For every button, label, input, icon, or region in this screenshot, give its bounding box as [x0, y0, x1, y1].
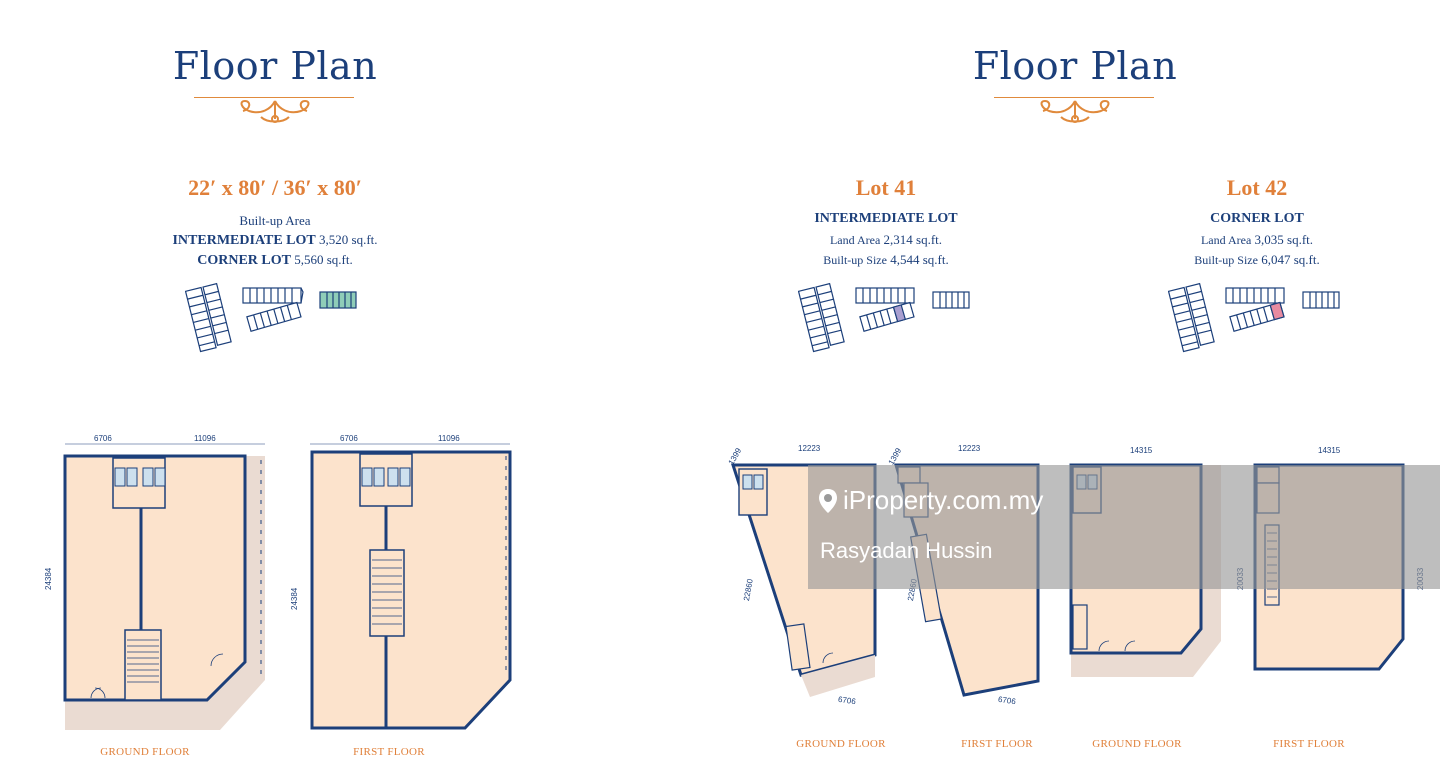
lot42-land-label: Land Area — [1200, 233, 1252, 247]
ground-floor-plan-left — [63, 443, 265, 730]
lot41-builtup-value: 4,544 sq.ft. — [890, 252, 949, 267]
intermediate-lot-row: INTERMEDIATE LOT 3,520 sq.ft. — [140, 232, 410, 249]
lot42-land-row: Land Area 3,035 sq.ft. — [1137, 232, 1377, 248]
dim-11096: 11096 — [194, 434, 216, 443]
dim-11096-first: 11096 — [438, 434, 460, 443]
lot41-land-value: 2,314 sq.ft. — [883, 232, 943, 247]
dim-14315-b: 14315 — [1318, 446, 1341, 455]
watermark-overlay — [808, 465, 1440, 589]
lot42-builtup-label: Built-up Size — [1194, 253, 1258, 267]
lot42-builtup-value: 6,047 sq.ft. — [1261, 252, 1320, 267]
right-title-rule — [994, 97, 1154, 98]
lot-size-heading: 22′ x 80′ / 36′ x 80′ — [188, 175, 362, 200]
ground-floor-label-left: GROUND FLOOR — [100, 746, 190, 758]
lot42-land-value: 3,035 sq.ft. — [1254, 232, 1314, 247]
lot41-builtup-label: Built-up Size — [823, 253, 887, 267]
watermark-agent: Rasyadan Hussin — [820, 538, 993, 563]
lot42-heading: Lot 42 — [1226, 175, 1288, 200]
lot41-land-row: Land Area 2,314 sq.ft. — [766, 232, 1006, 248]
dim-24384: 24384 — [44, 567, 53, 590]
ground-floor-label-lot42: GROUND FLOOR — [1092, 738, 1182, 750]
lot41-type: INTERMEDIATE LOT — [814, 211, 958, 226]
first-floor-label-lot41: FIRST FLOOR — [961, 738, 1033, 750]
first-floor-plan-left — [310, 443, 512, 730]
corner-lot-label: CORNER LOT — [197, 253, 291, 268]
lot42-builtup-row: Built-up Size 6,047 sq.ft. — [1137, 252, 1377, 268]
dim-14315-a: 14315 — [1130, 446, 1153, 455]
first-floor-label-left: FIRST FLOOR — [353, 746, 425, 758]
built-up-label: Built-up Area — [239, 213, 311, 228]
ornament-icon — [1040, 99, 1110, 123]
intermediate-lot-value: 3,520 sq.ft. — [319, 232, 378, 247]
first-floor-label-lot42: FIRST FLOOR — [1273, 738, 1345, 750]
dim-12223-a: 12223 — [798, 444, 821, 453]
right-title: Floor Plan — [972, 44, 1178, 88]
dim-6706-first: 6706 — [340, 434, 358, 443]
lot41-heading: Lot 41 — [855, 175, 917, 200]
key-plan-lot42 — [1168, 282, 1340, 353]
lot41-land-label: Land Area — [829, 233, 881, 247]
corner-lot-row: CORNER LOT 5,560 sq.ft. — [140, 252, 410, 269]
ground-floor-label-lot41: GROUND FLOOR — [796, 738, 886, 750]
key-plan-left — [185, 282, 357, 353]
intermediate-lot-label: INTERMEDIATE LOT — [172, 233, 316, 248]
corner-lot-value: 5,560 sq.ft. — [294, 252, 353, 267]
lot41-builtup-row: Built-up Size 4,544 sq.ft. — [766, 252, 1006, 268]
map-pin-icon — [819, 489, 837, 513]
watermark-site: iProperty.com.my — [843, 485, 1044, 515]
ornament-icon — [240, 99, 310, 123]
left-title-rule — [194, 97, 354, 98]
dim-24384-first: 24384 — [290, 587, 299, 610]
key-plan-lot41 — [798, 282, 970, 353]
dim-6706: 6706 — [94, 434, 112, 443]
dim-12223-b: 12223 — [958, 444, 981, 453]
lot42-type: CORNER LOT — [1210, 211, 1304, 226]
left-title: Floor Plan — [172, 44, 378, 88]
